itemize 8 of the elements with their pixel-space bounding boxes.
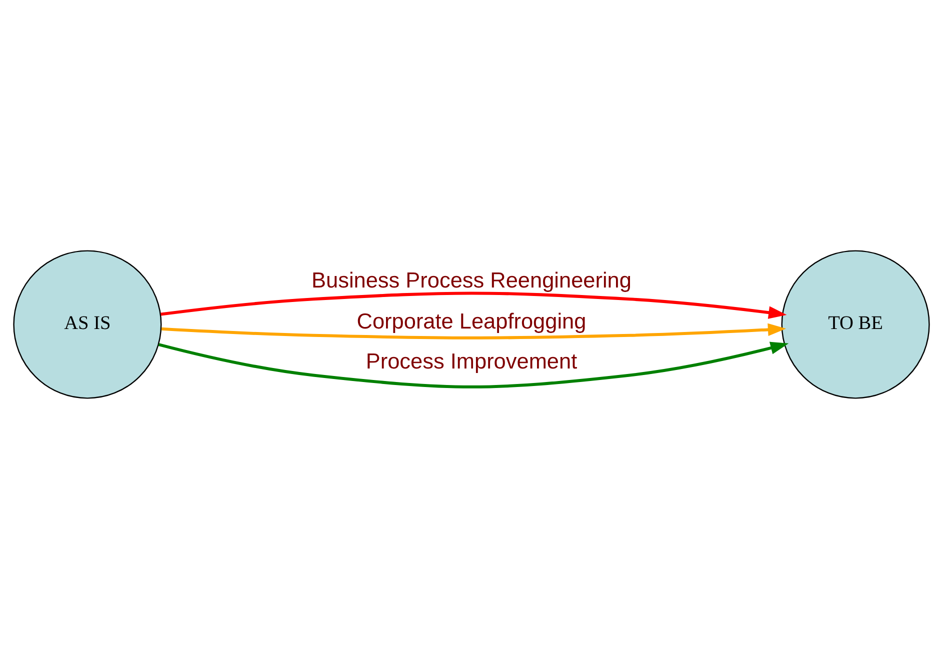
node-circle: AS IS xyxy=(13,250,162,398)
arrow xyxy=(161,322,786,339)
node-circle: TO BE xyxy=(781,250,930,398)
arrow xyxy=(158,341,789,388)
arrow xyxy=(160,291,787,318)
edge-label: Business Process Reengineering xyxy=(312,267,632,292)
edge-label: Process Improvement xyxy=(366,348,578,373)
edge-label: Corporate Leapfrogging xyxy=(356,308,586,334)
